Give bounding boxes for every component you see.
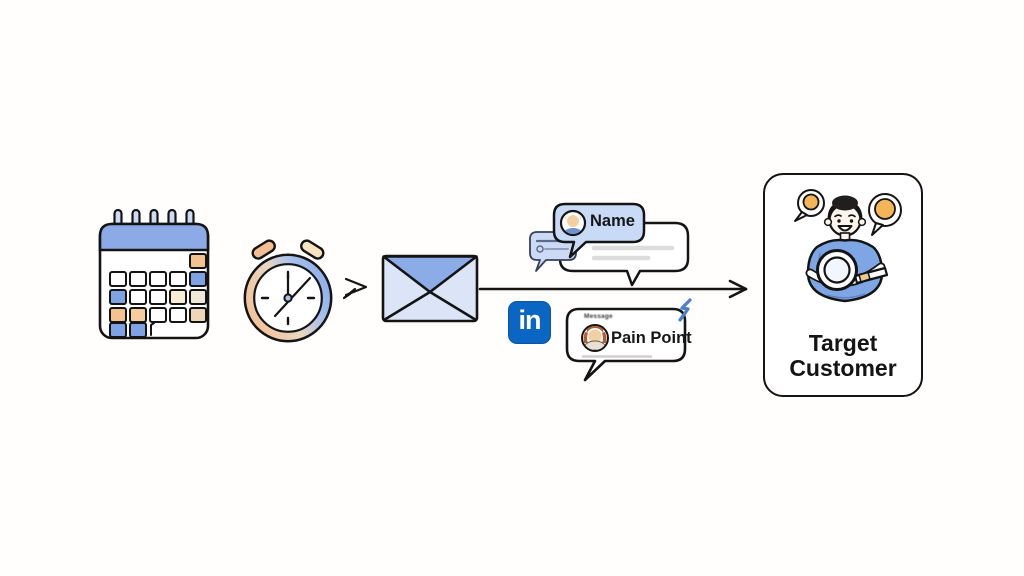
linkedin-icon: in (508, 301, 551, 344)
pain-point-label: Pain Point (611, 329, 692, 347)
idea-bubble-right (868, 193, 902, 236)
target-customer-card: Target Customer (763, 173, 923, 397)
alarm-clock-icon (243, 239, 333, 343)
linkedin-label: in (518, 305, 542, 335)
idea-bubble-left (794, 189, 825, 222)
target-customer-label: Target Customer (765, 330, 921, 382)
flow-arrow (478, 279, 748, 299)
send-arrow-icon (342, 277, 368, 300)
name-bubble-label: Name (590, 212, 635, 230)
name-bubble (552, 202, 646, 259)
spark-bolt-icon (678, 298, 692, 322)
target-label-line1: Target (808, 330, 878, 356)
calendar-icon (98, 208, 210, 340)
envelope-icon (381, 254, 479, 323)
magnifier-icon (816, 249, 889, 291)
target-label-line2: Customer (789, 355, 897, 382)
pain-point-micro-label: Message (584, 313, 613, 320)
target-customer-illustration (794, 189, 902, 303)
